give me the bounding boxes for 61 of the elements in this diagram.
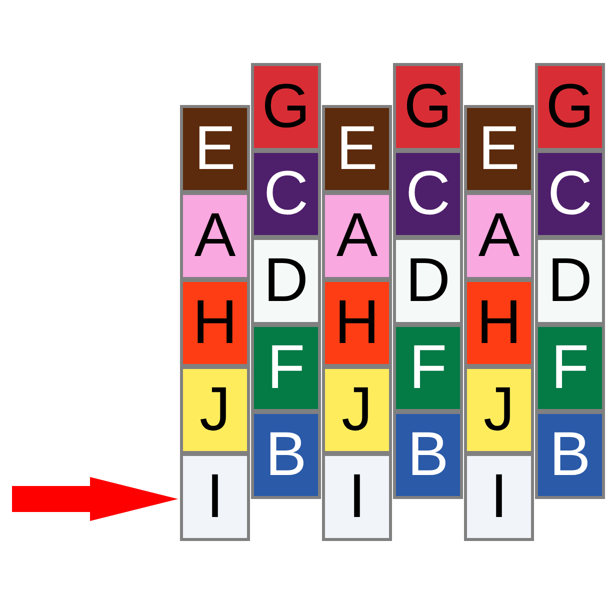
tile-letter: I: [348, 466, 366, 528]
tile-letter: I: [490, 466, 508, 528]
tile-letter: A: [478, 205, 520, 267]
letter-tile: [464, 192, 534, 280]
letter-tile: [535, 63, 605, 151]
tile-letter: J: [342, 379, 372, 441]
letter-tile: [180, 366, 250, 454]
letter-tile: [464, 366, 534, 454]
tile-letter: A: [336, 205, 378, 267]
tile-letter: E: [194, 118, 236, 180]
tile-letter: C: [406, 163, 450, 225]
letter-tile: [251, 237, 321, 325]
letter-tile: [535, 324, 605, 412]
tile-letter: J: [484, 379, 514, 441]
letter-tile: [322, 366, 392, 454]
tile-letter: C: [548, 163, 592, 225]
letter-tile: [251, 324, 321, 412]
letter-tile: [535, 150, 605, 238]
letter-tile: [464, 105, 534, 193]
tile-letter: B: [407, 424, 449, 486]
letter-tile: [322, 453, 392, 541]
tile-letter: H: [476, 292, 522, 354]
letter-tile: [393, 237, 463, 325]
letter-tile: [322, 192, 392, 280]
letter-tile: [535, 411, 605, 499]
tile-letter: G: [262, 76, 310, 138]
letter-tile: [393, 63, 463, 151]
letter-tile: [322, 279, 392, 367]
tile-letter: G: [546, 76, 594, 138]
tile-letter: I: [206, 466, 224, 528]
letter-tile: [251, 411, 321, 499]
tile-letter: F: [409, 337, 447, 399]
letter-tile: [393, 411, 463, 499]
tile-letter: E: [336, 118, 378, 180]
letter-tile: [535, 237, 605, 325]
tile-letter: G: [404, 76, 452, 138]
tile-letter: D: [548, 250, 592, 312]
letter-tile: [393, 324, 463, 412]
letter-tile: [251, 150, 321, 238]
letter-tile: [464, 279, 534, 367]
tile-letter: D: [264, 250, 308, 312]
tile-letter: B: [549, 424, 591, 486]
letter-tile: [180, 453, 250, 541]
tile-letter: F: [551, 337, 589, 399]
tile-letter: H: [192, 292, 238, 354]
tile-letter: A: [194, 205, 236, 267]
letter-tile: [180, 279, 250, 367]
tile-letter: B: [265, 424, 307, 486]
tile-letter: D: [406, 250, 450, 312]
letter-tile: [251, 63, 321, 151]
letter-tile: [393, 150, 463, 238]
letter-tile: [180, 192, 250, 280]
tile-letter: H: [334, 292, 380, 354]
letter-tile: [464, 453, 534, 541]
tile-letter: E: [478, 118, 520, 180]
letter-tile: [180, 105, 250, 193]
tile-letter: J: [200, 379, 230, 441]
arrow: [12, 477, 178, 521]
tile-letter: F: [267, 337, 305, 399]
letter-tile: [322, 105, 392, 193]
tile-letter: C: [264, 163, 308, 225]
